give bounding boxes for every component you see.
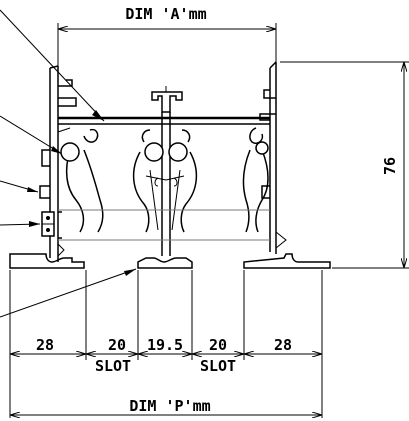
leader-lines [0,9,137,318]
roller-center-right [168,142,188,162]
dim-p-annotation: DIM 'P'mm [10,397,322,415]
slot-label-left: SLOT [95,357,131,375]
hanger-left [65,149,104,233]
segment-dimensions: 28 20 19.5 20 28 SLOT SLOT [9,270,323,418]
segment-5-label: 28 [274,336,292,354]
roller-right [255,141,269,155]
height-annotation: 76 [280,61,409,269]
base-center [137,257,193,269]
hanger-right [242,149,269,233]
segment-4-label: 20 [209,336,227,354]
segment-1-label: 28 [36,336,54,354]
hanger-center [132,151,198,233]
segment-3-label: 19.5 [147,336,183,354]
dim-a-annotation: DIM 'A'mm [57,5,277,66]
height-label: 76 [381,157,399,175]
roller-center-left [144,142,164,162]
dim-a-label: DIM 'A'mm [125,5,206,23]
roller-left [60,142,80,162]
slot-label-right: SLOT [200,357,236,375]
base-right [243,253,331,269]
base-left [9,253,85,269]
rail-profile [9,61,331,269]
t-post [151,91,183,113]
dim-p-label: DIM 'P'mm [129,397,210,415]
segment-2-label: 20 [108,336,126,354]
post-right [269,61,277,254]
